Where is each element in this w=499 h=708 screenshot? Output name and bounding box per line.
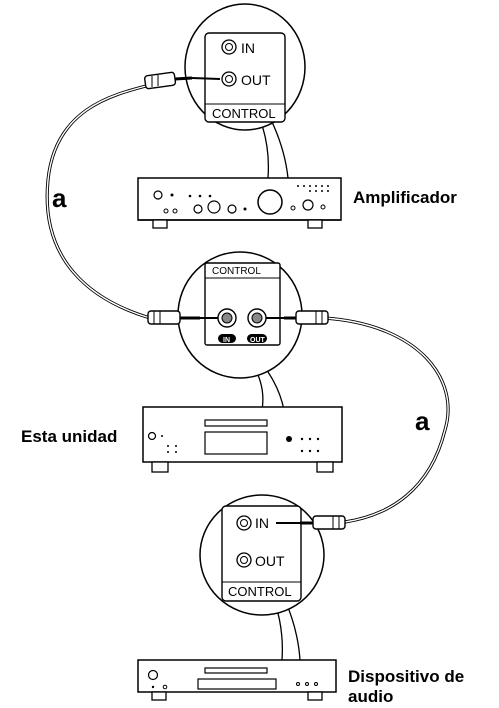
device-in-label: IN (255, 515, 269, 531)
amplifier-label: Amplificador (353, 188, 457, 207)
cable-a-left (45, 83, 151, 320)
audio-device (137, 659, 337, 701)
device-plug (276, 515, 346, 530)
unit-callout (177, 251, 303, 411)
unit-in-badge: IN (223, 337, 230, 344)
unit-control-label: CONTROL (212, 266, 261, 277)
unit-out-plug (266, 310, 329, 325)
device-callout (199, 494, 325, 661)
amp-plug (143, 71, 221, 90)
device-out-label: OUT (255, 553, 285, 569)
cable-a-label-left: a (52, 183, 67, 213)
audio-device-label-line1: Dispositivo de (348, 667, 464, 686)
unit-out-badge: OUT (250, 337, 266, 344)
audio-device-label-line2: audio (348, 687, 393, 706)
amp-control-label: CONTROL (212, 106, 276, 121)
amp-in-label: IN (241, 40, 255, 56)
this-unit-device (142, 406, 343, 473)
this-unit-label: Esta unidad (21, 427, 117, 446)
cable-a-label-right: a (415, 406, 430, 436)
unit-in-plug (147, 310, 218, 325)
cable-a-right (324, 316, 450, 524)
amp-out-label: OUT (241, 72, 271, 88)
device-control-label: CONTROL (228, 584, 292, 599)
amplifier-callout (184, 3, 306, 179)
amplifier-device (137, 177, 342, 229)
